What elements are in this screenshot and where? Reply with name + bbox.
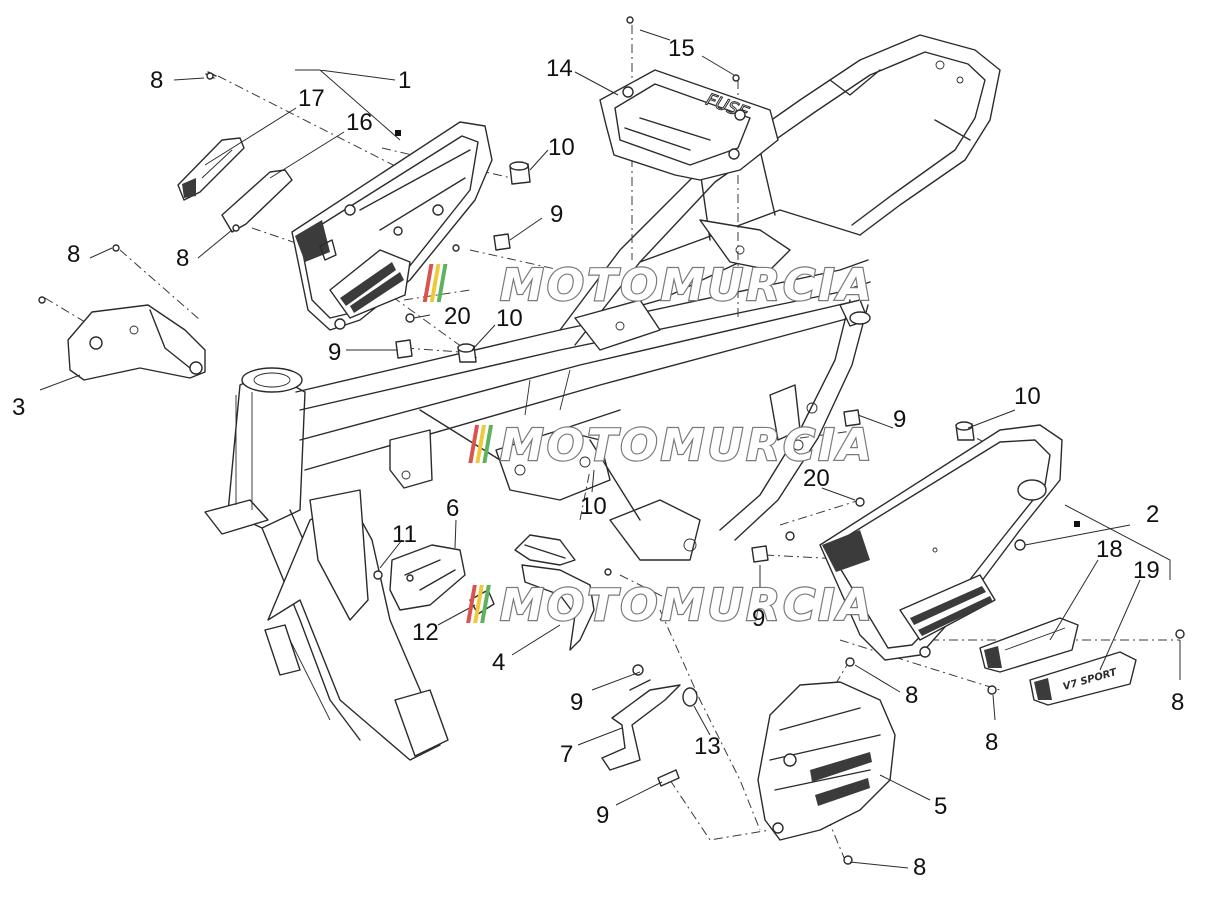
watermark-2: MOTOMURCIA xyxy=(468,419,875,472)
part-label-8-mid: 8 xyxy=(176,245,189,272)
right-side-cover xyxy=(819,424,1063,661)
part-label-8-right-low: 8 xyxy=(985,729,998,756)
cover-5 xyxy=(757,681,896,865)
part-label-11: 11 xyxy=(392,521,417,548)
part-label-9-bottom: 9 xyxy=(596,802,609,829)
part-label-1: 1 xyxy=(398,67,411,94)
part-label-9-left-bottom: 9 xyxy=(328,339,341,366)
watermark-text: MOTOMURCIA xyxy=(500,260,875,311)
cover-4 xyxy=(514,534,612,651)
left-cover-badge-17 xyxy=(177,137,245,201)
right-cover-badge-19: V7 SPORT xyxy=(1029,651,1137,706)
part-label-16: 16 xyxy=(346,109,373,136)
assembly-marker-left xyxy=(395,130,401,136)
cover-6 xyxy=(389,544,466,611)
part-label-10-center: 10 xyxy=(580,493,607,520)
part-label-8-top: 8 xyxy=(150,67,163,94)
right-cover-trim-18 xyxy=(979,617,1079,673)
clip-9-bottom xyxy=(657,769,680,787)
part-label-10-left: 10 xyxy=(496,305,523,332)
cap-13 xyxy=(682,687,698,707)
part-labels: 1 2 3 4 5 6 7 8 8 8 8 8 8 8 9 9 9 9 9 9 … xyxy=(12,35,1184,881)
part-label-6: 6 xyxy=(446,495,459,522)
front-left-cover-3 xyxy=(67,304,206,381)
watermark-text: MOTOMURCIA xyxy=(500,420,875,471)
part-label-19: 19 xyxy=(1133,557,1160,584)
part-label-10-top: 10 xyxy=(548,134,575,161)
bracket-7 xyxy=(601,664,681,771)
part-label-8-right: 8 xyxy=(1171,689,1184,716)
part-label-9-right: 9 xyxy=(893,406,906,433)
watermark-3: MOTOMURCIA xyxy=(466,579,875,632)
watermark-text: MOTOMURCIA xyxy=(500,580,875,631)
assembly-marker-right xyxy=(1074,521,1080,527)
part-label-8-bottom: 8 xyxy=(913,854,926,881)
part-label-9-left-top: 9 xyxy=(550,201,563,228)
part-label-3: 3 xyxy=(12,394,25,421)
part-label-20-left: 20 xyxy=(444,303,471,330)
part-label-14: 14 xyxy=(546,55,573,82)
leader-lines xyxy=(39,29,1181,869)
left-cover-trim-16 xyxy=(221,169,293,233)
fasteners-left xyxy=(38,71,531,363)
part-label-12: 12 xyxy=(412,619,439,646)
screw-11 xyxy=(373,570,383,580)
part-label-9-bracket: 9 xyxy=(570,689,583,716)
part-label-13: 13 xyxy=(694,733,721,760)
part-label-7: 7 xyxy=(560,741,573,768)
part-label-17: 17 xyxy=(298,85,325,112)
part-label-20-right: 20 xyxy=(803,465,830,492)
part-label-18: 18 xyxy=(1096,536,1123,563)
fuse-box-cover-14: FUSE xyxy=(599,16,779,181)
part-label-4: 4 xyxy=(492,649,505,676)
part-label-8-cover5: 8 xyxy=(905,682,918,709)
part-label-9-center: 9 xyxy=(752,605,765,632)
motorcycle-frame xyxy=(204,34,1001,761)
left-side-cover xyxy=(291,121,493,331)
watermark-1: MOTOMURCIA xyxy=(422,259,875,312)
part-label-2: 2 xyxy=(1146,501,1159,528)
part-label-15: 15 xyxy=(668,35,695,62)
part-label-10-right: 10 xyxy=(1014,383,1041,410)
fasteners-right xyxy=(751,409,1185,695)
part-label-5: 5 xyxy=(934,793,947,820)
part-label-8-left: 8 xyxy=(67,241,80,268)
